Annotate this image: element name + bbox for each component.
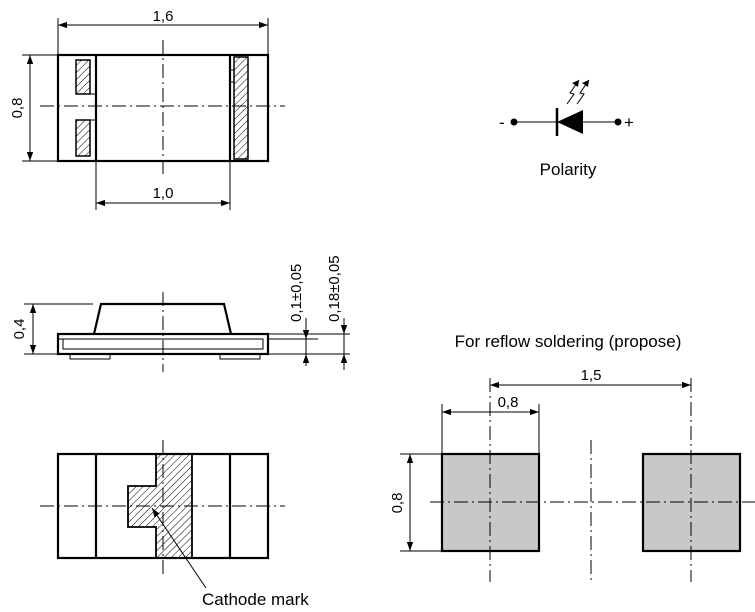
top-left-pad-lower — [75, 119, 91, 157]
bottom-view: Cathode mark — [40, 440, 309, 609]
cathode-mark-label: Cathode mark — [202, 590, 309, 609]
side-height-dim: 0,4 — [11, 319, 28, 340]
terminal-height-dim: 0,18±0,05 — [326, 255, 343, 322]
pad-pitch-dim: 1,5 — [581, 367, 602, 384]
solder-pads-title: For reflow soldering (propose) — [455, 332, 682, 351]
side-view: 0,4 0,1±0,05 0,18±0,05 — [11, 255, 350, 372]
top-inner-width-dim: 1,0 — [153, 185, 174, 202]
terminal-thickness-dim: 0,1±0,05 — [288, 264, 305, 322]
top-width-dim: 1,6 — [153, 8, 174, 25]
plus-sign: + — [624, 113, 634, 132]
solder-pad-layout: For reflow soldering (propose) 1,5 0,8 0… — [389, 332, 755, 582]
minus-sign: - — [499, 113, 505, 132]
pad-width-dim: 0,8 — [498, 394, 519, 411]
top-left-pad-upper — [75, 59, 91, 95]
top-right-pad — [233, 56, 249, 160]
polarity-symbol: - + Polarity — [499, 79, 634, 179]
diode-triangle — [557, 110, 583, 134]
pad-height-dim: 0,8 — [389, 493, 406, 514]
top-view: 1,6 0,8 1,0 — [9, 8, 285, 210]
anode-terminal-dot — [614, 118, 622, 126]
polarity-label: Polarity — [540, 160, 597, 179]
top-height-dim: 0,8 — [9, 98, 26, 119]
cathode-terminal-dot — [510, 118, 518, 126]
